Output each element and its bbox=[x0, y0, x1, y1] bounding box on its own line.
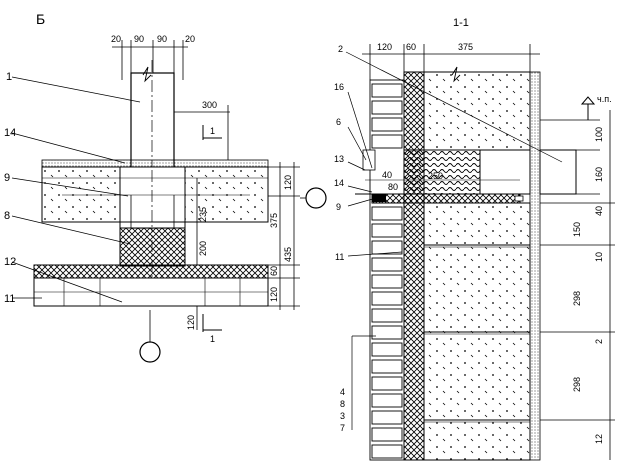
callout-9: 9 bbox=[336, 202, 341, 212]
view-section-title: 1-1 bbox=[453, 17, 469, 29]
dim-2: 2 bbox=[594, 339, 604, 344]
leader-2 bbox=[345, 51, 563, 163]
insulation-layer bbox=[403, 71, 425, 461]
dim-235: 235 bbox=[198, 207, 208, 222]
screed-layer bbox=[41, 159, 269, 168]
view-b-leaders bbox=[11, 76, 141, 303]
callout-14: 14 bbox=[334, 178, 344, 188]
lower-wall-panels bbox=[423, 202, 531, 461]
dim-20-left: 20 bbox=[111, 34, 121, 44]
dim-90-right: 90 bbox=[157, 34, 167, 44]
section-mark-top-label: 1 bbox=[210, 126, 215, 136]
dim-100: 100 bbox=[594, 127, 604, 142]
slab bbox=[41, 166, 269, 229]
section-mark-bottom-label: 1 bbox=[210, 334, 215, 344]
callout-11: 11 bbox=[4, 293, 15, 305]
dim-250-inner: 250 bbox=[428, 171, 443, 181]
dim-375: 375 bbox=[458, 42, 473, 52]
dim-40-inner: 40 bbox=[382, 170, 392, 180]
dim-298-upper: 298 bbox=[572, 291, 582, 306]
dim-120-below: 120 bbox=[186, 315, 196, 330]
dim-150: 150 bbox=[572, 222, 582, 237]
section-mark-top bbox=[202, 125, 222, 140]
dim-20-right: 20 bbox=[185, 34, 195, 44]
dim-298-lower: 298 bbox=[572, 377, 582, 392]
callout-8: 8 bbox=[4, 210, 10, 222]
dim-10: 10 bbox=[594, 252, 604, 262]
callout-7: 7 bbox=[340, 423, 345, 433]
dim-300-line bbox=[174, 105, 230, 160]
dim-120: 120 bbox=[377, 42, 392, 52]
dim-60: 60 bbox=[406, 42, 416, 52]
brick-facing bbox=[369, 79, 405, 461]
callout-16: 16 bbox=[334, 82, 344, 92]
callout-13: 13 bbox=[334, 154, 344, 164]
axis-marker-right bbox=[305, 187, 327, 209]
section-mark-bottom bbox=[202, 314, 222, 332]
view-b-right-dimensions bbox=[268, 162, 300, 310]
dim-435: 435 bbox=[283, 247, 293, 262]
dim-200: 200 bbox=[198, 241, 208, 256]
callout-3: 3 bbox=[340, 411, 345, 421]
callout-12: 12 bbox=[4, 256, 16, 268]
dim-40: 40 bbox=[594, 206, 604, 216]
callout-2: 2 bbox=[338, 44, 343, 54]
dim-160: 160 bbox=[594, 167, 604, 182]
dim-90-left: 90 bbox=[134, 34, 144, 44]
callout-1: 1 bbox=[6, 71, 12, 83]
dim-80-inner: 80 bbox=[388, 182, 398, 192]
callout-14: 14 bbox=[4, 127, 16, 139]
callout-9: 9 bbox=[4, 172, 10, 184]
dim-375: 375 bbox=[269, 213, 279, 228]
view-section-leaders bbox=[347, 91, 403, 430]
axis-marker-bottom bbox=[139, 341, 161, 363]
callout-8: 8 bbox=[340, 399, 345, 409]
callout-6: 6 bbox=[336, 117, 341, 127]
dim-12: 12 bbox=[594, 434, 604, 444]
inner-plaster bbox=[529, 71, 541, 461]
view-section-right-dimensions bbox=[540, 110, 615, 460]
dim-120-bottom: 120 bbox=[269, 287, 279, 302]
view-section: 1-1 120 60 375 bbox=[334, 17, 615, 461]
callout-4: 4 bbox=[340, 387, 345, 397]
footing-strip bbox=[33, 264, 269, 307]
dim-300: 300 bbox=[202, 100, 217, 110]
dim-60: 60 bbox=[269, 266, 279, 276]
view-b: Б 20 90 90 20 300 1 bbox=[4, 11, 327, 363]
callout-11: 11 bbox=[335, 252, 344, 262]
grout-pocket bbox=[119, 227, 186, 267]
floor-level-marker bbox=[580, 96, 596, 120]
floor-level-label: ч.п. bbox=[597, 94, 612, 104]
dim-120-top: 120 bbox=[283, 175, 293, 190]
view-b-top-dimensions bbox=[112, 40, 188, 80]
view-b-title: Б bbox=[36, 11, 45, 27]
